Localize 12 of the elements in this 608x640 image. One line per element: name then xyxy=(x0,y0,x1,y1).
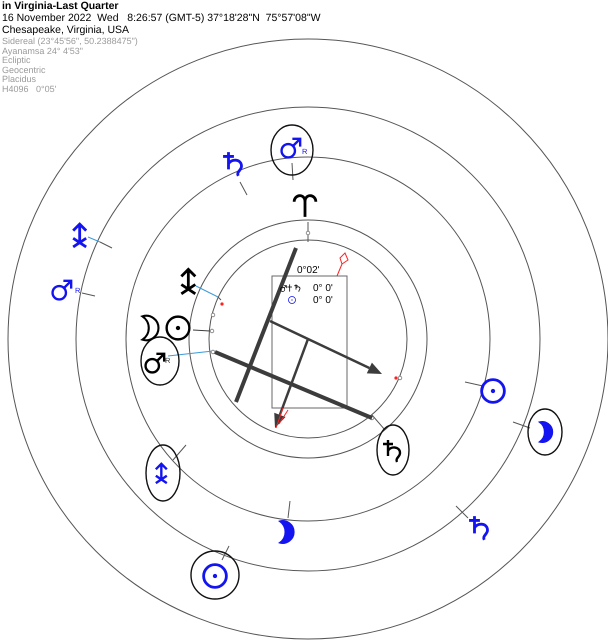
setting-text: Placidus xyxy=(2,75,36,85)
degree-label: 0° 0' xyxy=(313,295,333,306)
degree-label: 0° 0' xyxy=(313,283,333,294)
setting-text: Sidereal (23°45'56", 50.2388475") xyxy=(2,37,138,47)
chart-title: in Virginia-Last Quarter xyxy=(2,1,118,13)
setting-text: H4096 0°05' xyxy=(2,84,56,94)
degree-label: 0°02' xyxy=(297,265,320,276)
setting-text: Ecliptic xyxy=(2,56,31,66)
setting-text: Geocentric xyxy=(2,66,46,76)
location-text: Chesapeake, Virginia, USA xyxy=(2,24,130,36)
setting-text: Ayanamsa 24° 4'53" xyxy=(2,46,83,56)
date-time-text: 16 November 2022 Wed 8:26:57 (GMT-5) 37°18'28"N 75°57'08"W xyxy=(2,13,321,25)
